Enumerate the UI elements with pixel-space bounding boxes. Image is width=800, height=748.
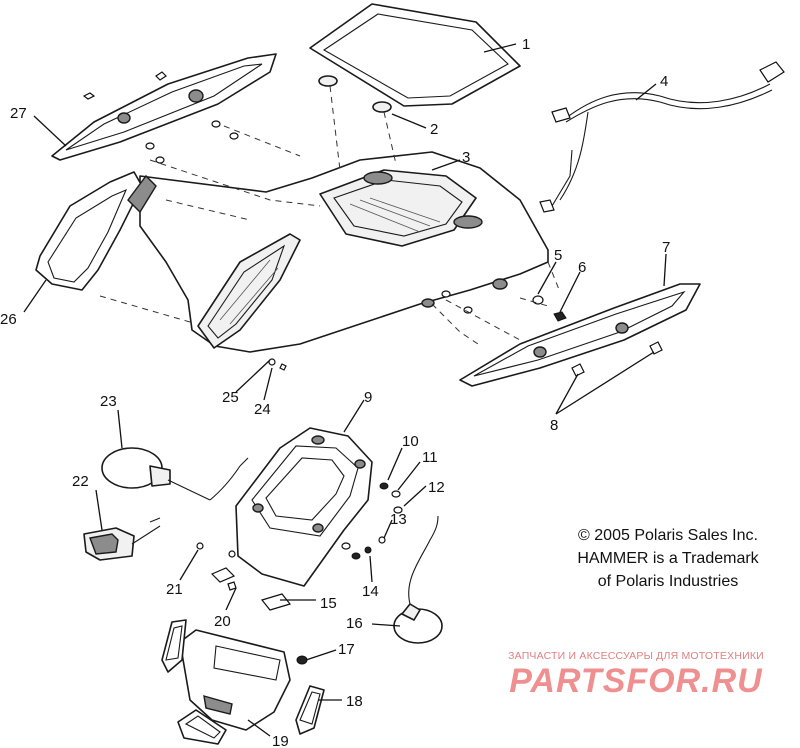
callout-16: 16	[346, 615, 363, 632]
part-3-fairing-body	[139, 151, 549, 353]
part-9-headlight-bracket	[235, 427, 373, 587]
callout-17: 17	[338, 641, 355, 658]
callout-26: 26	[0, 311, 17, 328]
part-18-reflectors	[161, 619, 325, 745]
callout-6: 6	[578, 259, 586, 276]
callout-5: 5	[554, 247, 562, 264]
copyright-line-2: HAMMER is a Trademark	[577, 550, 759, 567]
callout-21: 21	[166, 581, 183, 598]
callout-11: 11	[422, 449, 438, 466]
part-22-side-lamp	[83, 517, 161, 561]
callout-4: 4	[660, 73, 668, 90]
watermark-logo: PARTSFOR.RU	[509, 662, 763, 700]
callout-22: 22	[72, 473, 89, 490]
callout-18: 18	[346, 693, 363, 710]
callout-10: 10	[402, 433, 419, 450]
callout-23: 23	[100, 393, 117, 410]
part-1-top-panel	[309, 3, 521, 107]
callout-labels: 1 2 3 4 5 6 7 8 9 10 11 12 13 14 15 16 1…	[0, 36, 670, 748]
callout-15: 15	[320, 595, 337, 612]
callout-12: 12	[428, 479, 445, 496]
part-23-left-lamp	[101, 447, 249, 501]
hardware-24-25	[268, 358, 287, 371]
callout-2: 2	[430, 121, 438, 138]
callout-27: 27	[10, 105, 27, 122]
callout-24: 24	[254, 401, 271, 418]
callout-8: 8	[550, 417, 558, 434]
part-26-left-panel	[35, 171, 157, 291]
callout-7: 7	[662, 239, 670, 256]
part-16-right-lamp	[393, 515, 443, 644]
callout-25: 25	[222, 389, 239, 406]
callout-13: 13	[390, 511, 407, 528]
callout-1: 1	[522, 36, 530, 53]
copyright-line-1: © 2005 Polaris Sales Inc.	[578, 527, 758, 544]
part-19-lower-cover	[179, 629, 291, 731]
watermark: ЗАПЧАСТИ И АКСЕССУАРЫ ДЛЯ МОТОТЕХНИКИ PA…	[480, 650, 792, 700]
callout-14: 14	[362, 583, 379, 600]
callout-9: 9	[364, 389, 372, 406]
watermark-subtitle: ЗАПЧАСТИ И АКСЕССУАРЫ ДЛЯ МОТОТЕХНИКИ	[508, 650, 764, 662]
leader-lines	[23, 43, 667, 737]
part-27-left-cover	[51, 53, 277, 164]
callout-20: 20	[214, 613, 231, 630]
part-4-wiring-harness	[539, 61, 785, 213]
hardware-bracket-fasteners	[196, 482, 403, 665]
callout-3: 3	[462, 149, 470, 166]
copyright-notice: © 2005 Polaris Sales Inc. HAMMER is a Tr…	[548, 524, 788, 593]
assembly-dashed-lines	[99, 85, 561, 345]
copyright-line-3: of Polaris Industries	[597, 573, 739, 590]
part-7-right-cover	[459, 283, 701, 387]
part-2-grommets	[318, 75, 392, 113]
callout-19: 19	[272, 733, 289, 748]
